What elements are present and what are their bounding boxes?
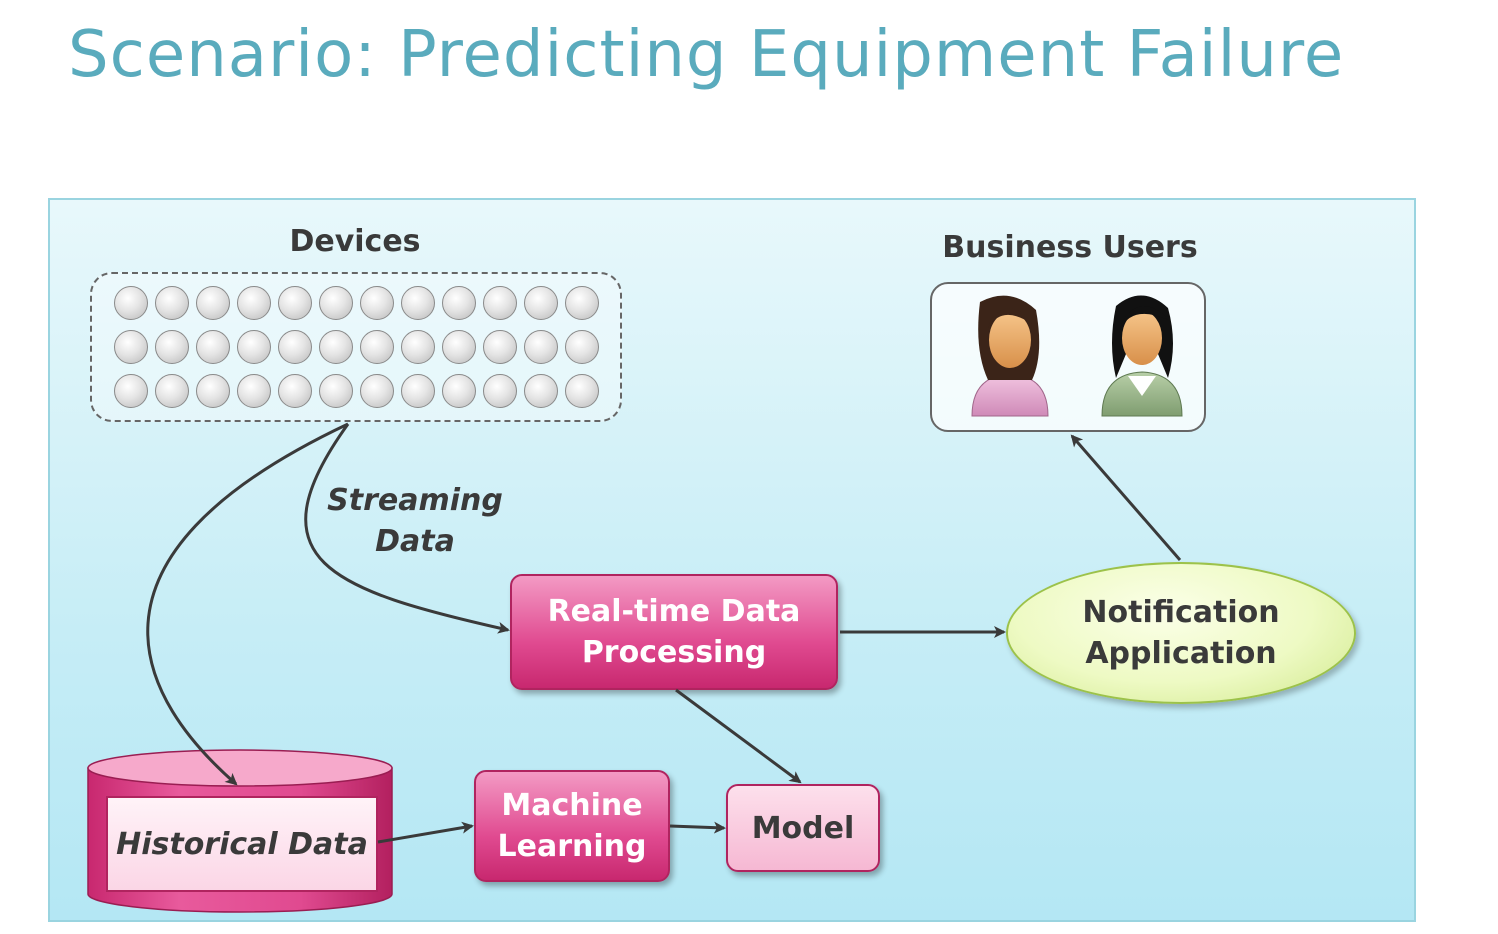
device-node <box>319 330 353 364</box>
device-node <box>278 374 312 408</box>
device-node <box>155 286 189 320</box>
device-node <box>442 374 476 408</box>
model-node: Model <box>726 784 880 872</box>
devices-label: Devices <box>289 224 421 259</box>
device-node <box>237 330 271 364</box>
device-node <box>401 374 435 408</box>
device-node <box>319 286 353 320</box>
business-users-label: Business Users <box>942 230 1198 265</box>
device-node <box>155 374 189 408</box>
business-users-icons <box>971 295 1183 417</box>
device-node <box>483 374 517 408</box>
device-node <box>565 286 599 320</box>
device-node <box>524 330 558 364</box>
device-node <box>401 330 435 364</box>
device-node <box>524 286 558 320</box>
device-node <box>401 286 435 320</box>
device-node <box>155 330 189 364</box>
device-node <box>278 286 312 320</box>
device-node <box>360 286 394 320</box>
device-node <box>237 374 271 408</box>
business-users-box <box>930 282 1206 432</box>
device-node <box>114 374 148 408</box>
device-node <box>114 286 148 320</box>
device-node <box>196 286 230 320</box>
device-node <box>483 330 517 364</box>
device-node <box>565 330 599 364</box>
notification-application-node: Notification Application <box>1006 562 1356 704</box>
device-node <box>565 374 599 408</box>
device-node <box>237 286 271 320</box>
device-node <box>196 374 230 408</box>
device-node <box>196 330 230 364</box>
device-node <box>483 286 517 320</box>
device-node <box>442 330 476 364</box>
device-node <box>319 374 353 408</box>
streaming-data-label: Streaming Data <box>327 483 503 559</box>
historical-data-label: Historical Data <box>106 796 378 892</box>
device-node <box>360 330 394 364</box>
slide-title: Scenario: Predicting Equipment Failure <box>68 18 1345 92</box>
device-node <box>278 330 312 364</box>
device-node <box>442 286 476 320</box>
user-icon-1 <box>971 295 1049 417</box>
realtime-processing-node: Real-time Data Processing <box>510 574 838 690</box>
machine-learning-node: Machine Learning <box>474 770 670 882</box>
device-node <box>114 330 148 364</box>
user-icon-2 <box>1101 295 1183 417</box>
device-node <box>360 374 394 408</box>
device-node <box>524 374 558 408</box>
device-grid <box>90 272 622 422</box>
